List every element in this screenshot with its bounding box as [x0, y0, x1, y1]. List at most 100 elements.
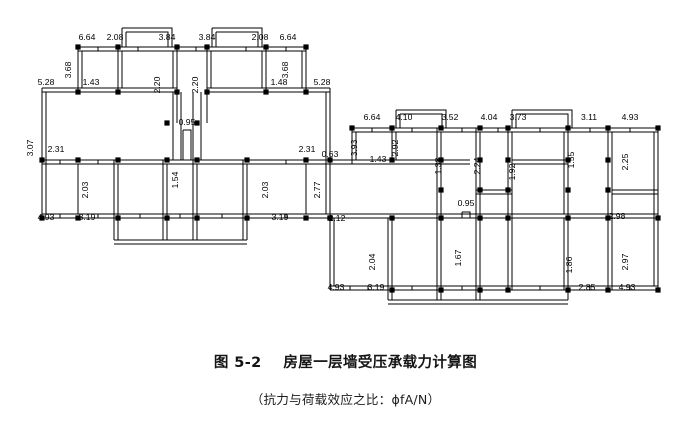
wall-ratio-label: 6.64 — [364, 112, 381, 122]
wall-joint-node — [605, 157, 611, 163]
wall-joint-node — [303, 215, 309, 221]
figure-caption-main: 图 5-2 房屋一层墙受压承载力计算图 — [213, 355, 478, 371]
wall-joint-node — [505, 215, 511, 221]
wall-ratio-label: 2.98 — [609, 211, 626, 221]
left-wing-nodes — [39, 44, 333, 221]
wall-joint-node — [263, 89, 269, 95]
right-wing-labels: 6.64 4.10 3.52 4.04 3.73 3.11 4.93 3.93 1.432.92… — [328, 112, 639, 292]
wall-joint-node — [655, 287, 661, 293]
wall-ratio-label: 2.85 — [579, 282, 596, 292]
figure-caption-sub: （抗力与荷载效应之比：ϕfA/N） — [250, 392, 441, 407]
wall-joint-node — [204, 44, 210, 50]
wall-joint-node — [477, 287, 483, 293]
wall-joint-node — [164, 120, 170, 126]
wall-joint-node — [565, 187, 571, 193]
wall-ratio-label: 3.11 — [581, 112, 597, 122]
wall-joint-node — [389, 215, 395, 221]
wall-ratio-label: 0.95 — [179, 117, 196, 127]
wall-joint-node — [505, 125, 511, 131]
wall-ratio-label: 4.93 — [328, 282, 345, 292]
wall-ratio-label: 2.31 — [48, 144, 65, 154]
floor-plan-svg: 6.642.083.843.842.086.643.681.435.282.20… — [25, 27, 661, 305]
wall-ratio-label: 1.54 — [170, 171, 180, 188]
wall-joint-node — [505, 187, 511, 193]
wall-ratio-label: 0.63 — [322, 149, 339, 159]
wall-ratio-label: 2.03 — [80, 181, 90, 198]
wall-joint-node — [477, 125, 483, 131]
wall-ratio-label: 2.20 — [152, 76, 162, 93]
wall-joint-node — [655, 125, 661, 131]
wall-ratio-label: 1.48 — [271, 77, 288, 87]
wall-joint-node — [505, 287, 511, 293]
wall-joint-node — [438, 125, 444, 131]
wall-joint-node — [194, 215, 200, 221]
wall-ratio-label: 2.25 — [620, 153, 630, 170]
wall-ratio-label: 3.19 — [79, 212, 96, 222]
wall-joint-node — [389, 125, 395, 131]
wall-joint-node — [303, 44, 309, 50]
wall-joint-node — [477, 215, 483, 221]
wall-joint-node — [244, 157, 250, 163]
wall-joint-node — [605, 125, 611, 131]
right-wing-walls — [329, 109, 659, 305]
wall-joint-node — [505, 157, 511, 163]
wall-ratio-label: 5.28 — [38, 77, 55, 87]
wall-joint-node — [115, 89, 121, 95]
wall-joint-node — [438, 215, 444, 221]
wall-joint-node — [115, 157, 121, 163]
wall-ratio-label: 2.03 — [260, 181, 270, 198]
wall-ratio-label: 3.07 — [25, 139, 35, 156]
wall-ratio-label: 1.43 — [370, 154, 387, 164]
wall-ratio-label: 4.93 — [38, 212, 55, 222]
wall-ratio-label: 1.92 — [507, 163, 517, 180]
wall-joint-node — [75, 157, 81, 163]
wall-joint-node — [303, 157, 309, 163]
wall-ratio-label: 4.04 — [481, 112, 498, 122]
wall-ratio-label: 3.68 — [280, 61, 290, 78]
wall-ratio-label: 4.93 — [622, 112, 639, 122]
right-wing-nodes — [327, 125, 661, 293]
wall-ratio-label: 2.24 — [472, 157, 482, 174]
wall-ratio-label: 3.19 — [368, 282, 385, 292]
wall-joint-node — [565, 287, 571, 293]
wall-joint-node — [438, 157, 444, 163]
wall-joint-node — [174, 89, 180, 95]
wall-ratio-label: 1.67 — [453, 249, 463, 266]
wall-joint-node — [389, 287, 395, 293]
wall-joint-node — [565, 157, 571, 163]
wall-joint-node — [303, 89, 309, 95]
wall-joint-node — [115, 215, 121, 221]
wall-ratio-label: 2.08 — [252, 32, 269, 42]
wall-ratio-label: 4.10 — [396, 112, 413, 122]
wall-joint-node — [389, 157, 395, 163]
wall-joint-node — [39, 157, 45, 163]
wall-ratio-label: 6.64 — [79, 32, 96, 42]
wall-ratio-label: 0.95 — [458, 198, 475, 208]
wall-joint-node — [194, 157, 200, 163]
wall-ratio-label: 3.84 — [159, 32, 176, 42]
wall-ratio-label: 2.97 — [620, 253, 630, 270]
wall-joint-node — [75, 89, 81, 95]
wall-ratio-label: 2.92 — [390, 139, 400, 156]
left-wing-walls — [41, 27, 368, 245]
wall-joint-node — [75, 215, 81, 221]
wall-joint-node — [115, 44, 121, 50]
wall-ratio-label: 2.20 — [190, 76, 200, 93]
wall-joint-node — [565, 125, 571, 131]
wall-ratio-label: 1.86 — [564, 256, 574, 273]
wall-joint-node — [39, 215, 45, 221]
wall-joint-node — [565, 215, 571, 221]
wall-joint-node — [164, 215, 170, 221]
wall-ratio-label: 3.73 — [510, 112, 527, 122]
wall-ratio-label: 3.52 — [442, 112, 459, 122]
wall-ratio-label: 5.28 — [314, 77, 331, 87]
wall-joint-node — [477, 157, 483, 163]
wall-joint-node — [75, 44, 81, 50]
wall-joint-node — [438, 187, 444, 193]
wall-ratio-label: 3.84 — [199, 32, 216, 42]
wall-ratio-label: 1.43 — [83, 77, 100, 87]
wall-ratio-label: 6.64 — [280, 32, 297, 42]
wall-joint-node — [438, 287, 444, 293]
wall-ratio-label: 3.93 — [349, 139, 359, 156]
wall-joint-node — [349, 125, 355, 131]
